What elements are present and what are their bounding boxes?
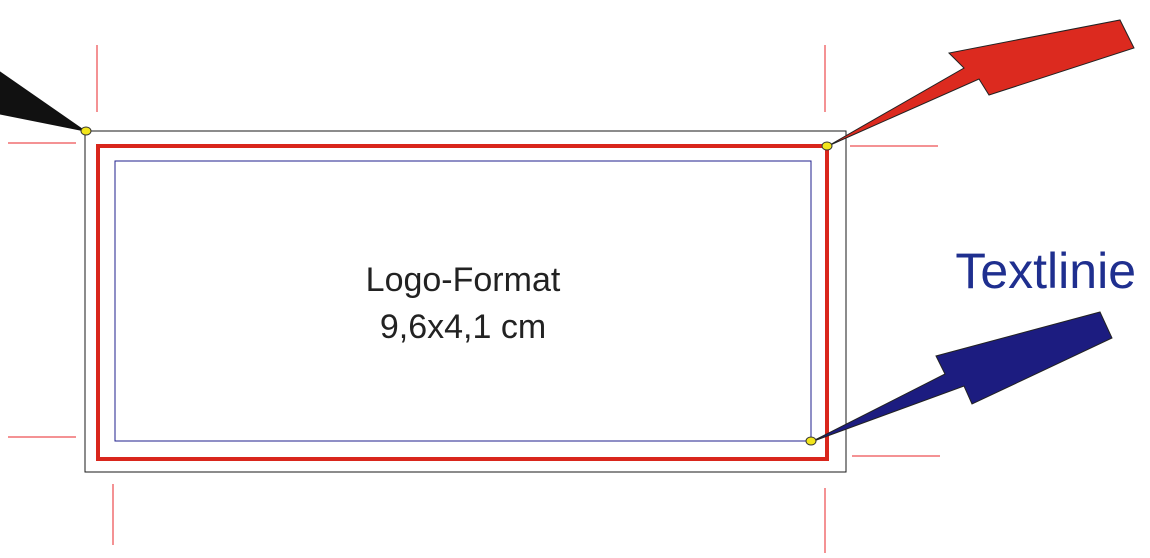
anchor-dot-top-right (821, 141, 833, 151)
format-size: 9,6x4,1 cm (380, 308, 546, 346)
outer-frame (84, 130, 847, 473)
black-arrow (0, 71, 86, 132)
format-title: Logo-Format (366, 261, 561, 299)
red-arrow (827, 19, 1135, 147)
red-frame (96, 144, 829, 461)
text-line-label: Textlinie (955, 243, 1136, 299)
crop-marks (8, 45, 940, 553)
anchor-dot-bottom-right (805, 436, 817, 446)
blue-arrow (810, 311, 1113, 443)
blue-frame (114, 160, 812, 442)
anchor-dot-top-left (80, 126, 92, 136)
